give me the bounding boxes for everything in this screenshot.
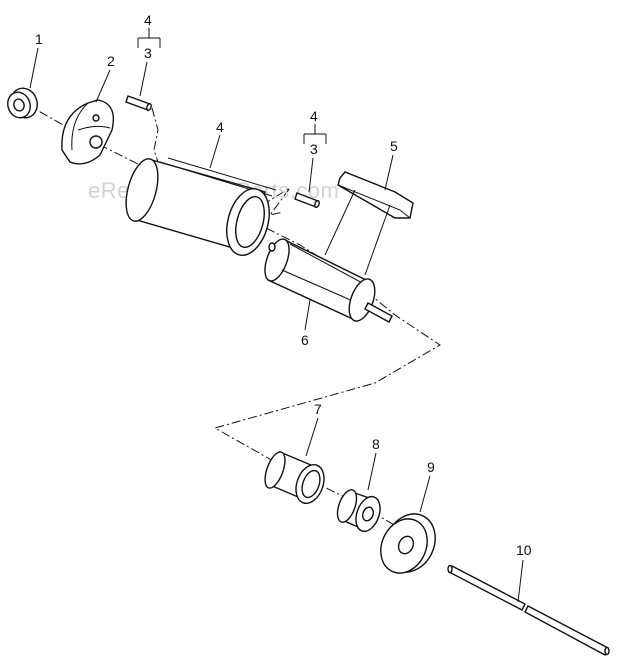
part-5-spring-plate[interactable] (324, 171, 414, 276)
leader-9 (419, 475, 431, 513)
leader-5 (384, 154, 394, 191)
part-1-bearing[interactable] (4, 84, 41, 121)
part-3-pin-right[interactable] (294, 192, 320, 209)
part-9-washer[interactable] (372, 506, 444, 581)
part-4-housing[interactable] (120, 155, 277, 260)
leader-1 (29, 47, 39, 89)
callout-10: 10 (516, 542, 532, 558)
part-3-pin-left[interactable] (125, 95, 152, 112)
callout-3-left: 3 (144, 45, 152, 61)
callout-8: 8 (372, 436, 380, 452)
callout-4-top-right: 4 (310, 108, 318, 124)
callout-7: 7 (314, 401, 322, 417)
leader-4 (209, 134, 221, 169)
callout-4-top-left: 4 (144, 12, 152, 28)
part-7-bushing[interactable] (261, 449, 329, 507)
leader-2 (95, 69, 111, 103)
pin-guide-left (151, 107, 161, 169)
part-6-armature[interactable] (260, 236, 393, 325)
leader-10 (517, 559, 524, 603)
callout-2: 2 (107, 53, 115, 69)
part-2-end-plate[interactable] (61, 99, 115, 165)
leader-3-left (137, 28, 161, 97)
leader-8 (367, 452, 377, 491)
leader-3-right (303, 124, 327, 193)
callout-9: 9 (427, 459, 435, 475)
leader-7 (305, 417, 319, 457)
callout-5: 5 (390, 138, 398, 154)
part-8-bearing[interactable] (334, 487, 385, 534)
leader-6 (304, 299, 311, 331)
callout-4: 4 (216, 119, 224, 135)
callout-6: 6 (301, 332, 309, 348)
pin-guide-right (261, 187, 291, 216)
centerline-upper (9, 94, 441, 541)
part-10-shaft[interactable] (447, 564, 610, 656)
callout-1: 1 (35, 31, 43, 47)
callout-3-right: 3 (310, 141, 318, 157)
